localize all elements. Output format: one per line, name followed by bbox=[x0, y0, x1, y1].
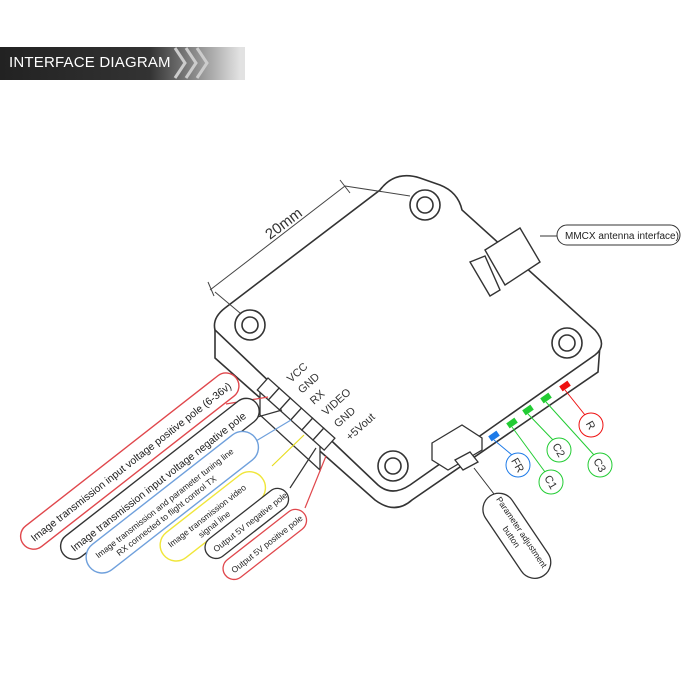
led-c3 bbox=[540, 392, 552, 404]
antenna-label: MMCX antenna interface) bbox=[565, 231, 679, 242]
chevrons-icon bbox=[173, 47, 209, 79]
led-leader bbox=[545, 401, 595, 456]
led-leader bbox=[527, 413, 554, 441]
led-leader bbox=[511, 426, 546, 473]
led-label-circle bbox=[546, 437, 572, 463]
led-c1 bbox=[506, 417, 518, 429]
dimension-label: 20mm bbox=[262, 205, 306, 244]
pin-header[interactable] bbox=[256, 377, 336, 472]
led-r bbox=[559, 380, 571, 392]
mounting-holes bbox=[234, 189, 583, 482]
led-leader bbox=[564, 389, 586, 416]
button-callout: Parameter adjustment button bbox=[482, 492, 552, 579]
led-label-circle bbox=[587, 452, 613, 478]
mmcx-connector bbox=[468, 227, 541, 297]
led-label-circle bbox=[578, 412, 604, 438]
led-c2 bbox=[522, 404, 534, 416]
led-fr bbox=[488, 430, 500, 442]
callout-leaders bbox=[225, 396, 327, 509]
led-label-circle bbox=[505, 452, 531, 478]
led-label-circle bbox=[538, 469, 564, 495]
parameter-adjustment-button[interactable] bbox=[431, 424, 483, 471]
header-title: INTERFACE DIAGRAM bbox=[9, 54, 171, 71]
led-leader bbox=[493, 439, 513, 456]
header-banner: INTERFACE DIAGRAM bbox=[0, 47, 245, 80]
